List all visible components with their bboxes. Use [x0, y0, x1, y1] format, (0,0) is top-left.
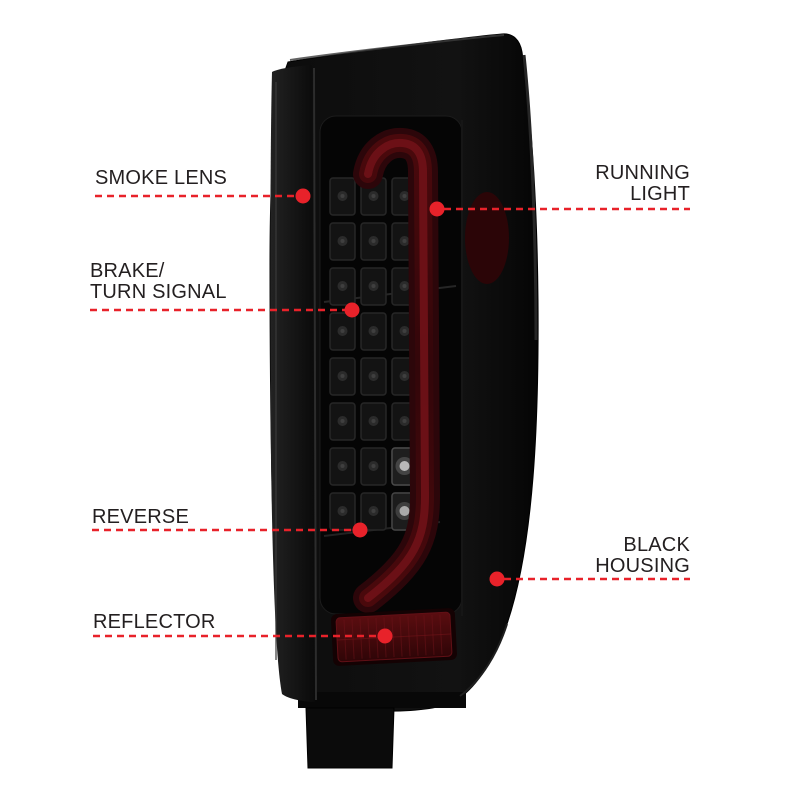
callout-label-running-light-line1: RUNNING — [595, 162, 690, 184]
callout-label-reverse: REVERSE — [92, 507, 189, 528]
callout-dot-brake-turn-signal — [344, 302, 360, 318]
callout-label-black-housing-line1: BLACK — [623, 534, 690, 556]
callout-label-brake-turn-signal: BRAKE/ TURN SIGNAL — [90, 261, 227, 303]
callout-dot-reflector — [377, 628, 393, 644]
reflector-element — [331, 608, 457, 666]
callout-label-black-housing-line2: HOUSING — [595, 555, 690, 577]
callout-label-brake-turn-signal-line1: BRAKE/ — [90, 260, 165, 282]
callout-lines — [90, 188, 690, 644]
callout-label-smoke-lens: SMOKE LENS — [95, 168, 227, 189]
callout-label-smoke-lens-text: SMOKE LENS — [95, 167, 228, 189]
callout-label-brake-turn-signal-line2: TURN SIGNAL — [90, 281, 227, 303]
callout-dot-reverse — [352, 522, 368, 538]
callout-label-reflector-text: REFLECTOR — [93, 611, 216, 633]
callout-label-running-light-line2: LIGHT — [630, 183, 690, 205]
callout-label-reflector: REFLECTOR — [93, 612, 216, 633]
callout-label-black-housing: BLACK HOUSING — [490, 535, 690, 577]
taillight-body — [269, 33, 539, 769]
callout-label-reverse-text: REVERSE — [92, 506, 189, 528]
callout-dot-running-light — [429, 201, 445, 217]
callout-label-running-light: RUNNING LIGHT — [490, 163, 690, 205]
callout-dot-smoke-lens — [295, 188, 311, 204]
callout-dot-black-housing — [489, 571, 505, 587]
